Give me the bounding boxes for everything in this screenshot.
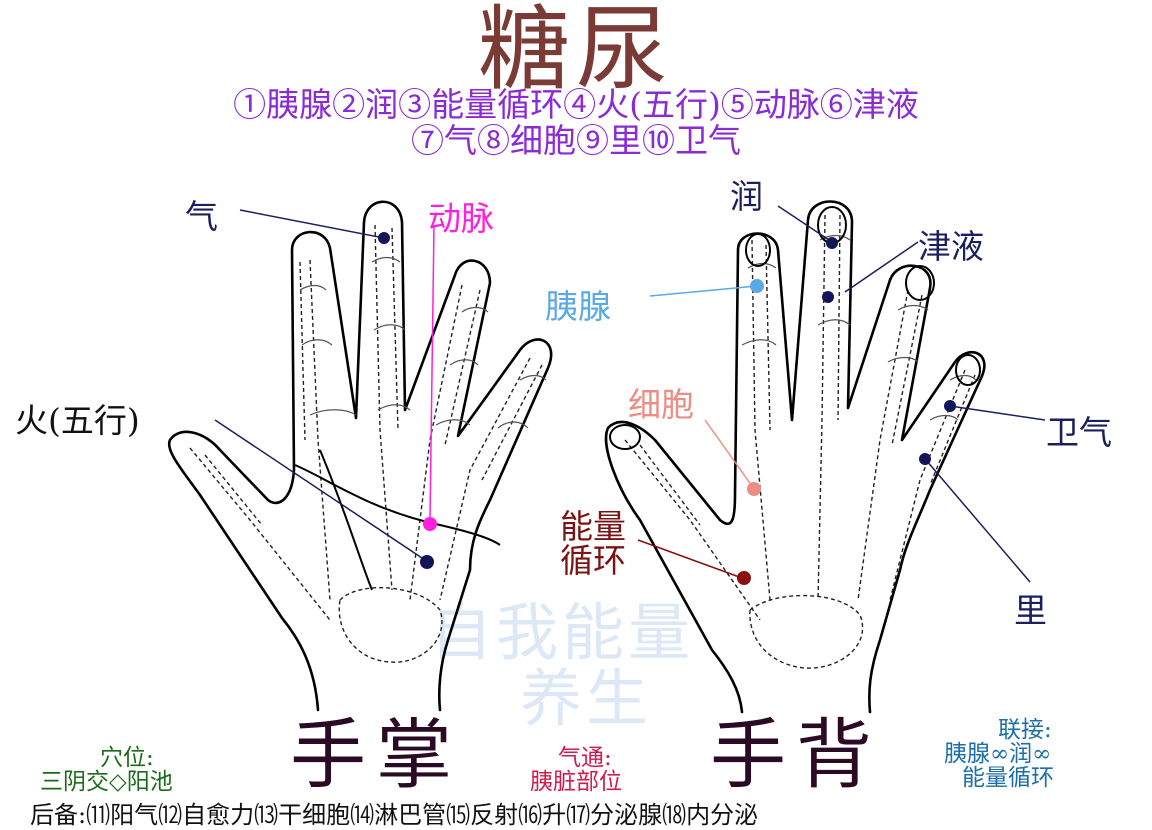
label-xibao: 细胞 [628,385,694,424]
point-xibao [747,482,761,496]
label-huo: 火(五行) [15,401,140,440]
point-qi [378,232,390,244]
lianjie-line1: 胰腺∞润∞ [944,741,1052,767]
label-dongmai: 动脉 [428,199,494,238]
legend-line1: ①胰腺②润③能量循环④火(五行)⑤动脉⑥津液 [233,85,919,124]
watermark-line2: 养生 [520,662,653,735]
point-jinye [822,291,834,303]
lianjie-heading: 联接: [998,717,1052,743]
watermark-line1: 自我能量 [430,596,695,669]
qitong-heading: 气通: [558,745,612,771]
palm-label: 手掌 [290,710,462,799]
legend-line2: ⑦气⑧细胞⑨里⑩卫气 [411,121,741,160]
label-nengliang-line2: 循环 [560,541,626,580]
acupoints-heading: 穴位: [100,745,154,771]
point-li [919,453,931,465]
point-nengliang [737,571,751,585]
point-dongmai [423,517,437,531]
acupoints-value: 三阴交◇阳池 [40,769,173,795]
label-nengliang-line1: 能量 [560,507,626,546]
label-weiqi: 卫气 [1046,413,1112,452]
point-yixian [750,279,764,293]
footer-backup-list: 后备:⑾阳气⑿自愈力⒀干细胞⒁淋巴管⒂反射⒃升⒄分泌腺⒅内分泌 [30,801,759,829]
lianjie-line2: 能量循环 [962,765,1054,791]
page-title: 糖尿 [477,0,674,103]
point-weiqi [944,400,956,412]
back-label: 手背 [710,710,882,799]
label-li: 里 [1014,591,1047,630]
qitong-value: 胰脏部位 [530,769,622,795]
label-jinye: 津液 [918,227,984,266]
palm-hand-outline [167,200,553,712]
point-run [826,237,838,249]
point-huo [420,555,434,569]
label-qi: 气 [185,197,218,236]
back-hand-outline [604,200,986,714]
label-yixian: 胰腺 [545,287,611,326]
label-run: 润 [730,177,763,216]
